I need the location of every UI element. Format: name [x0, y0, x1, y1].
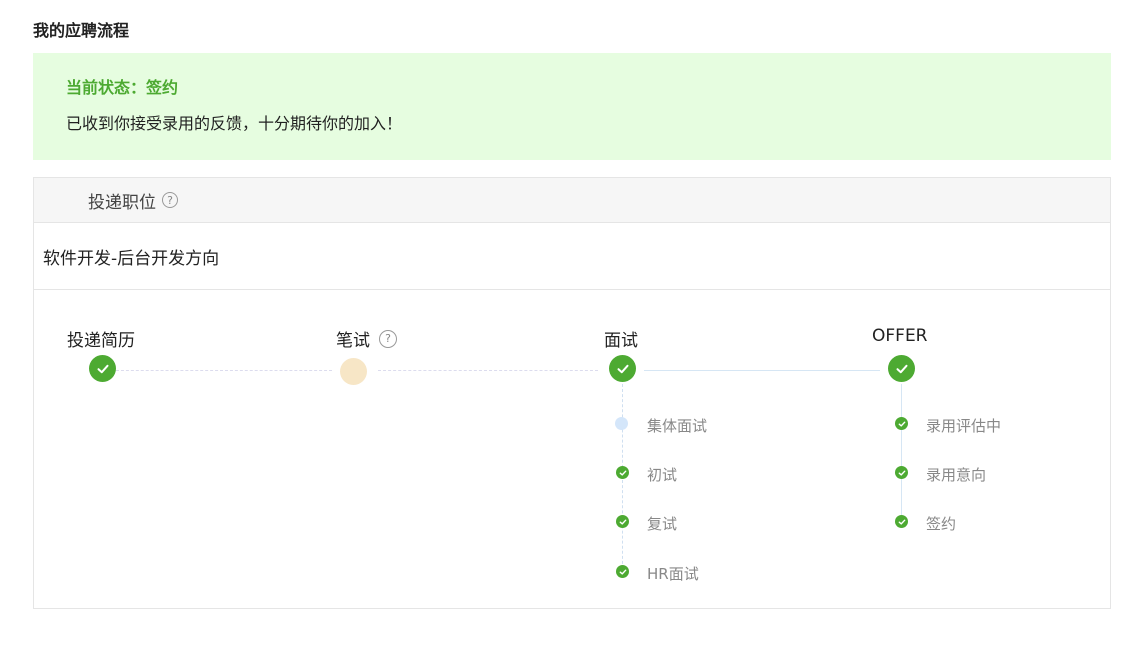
- connector-line: [644, 370, 880, 371]
- substep-label: 复试: [647, 515, 678, 533]
- offer-sub-line: [901, 384, 902, 524]
- check-icon: [898, 421, 905, 427]
- substep-label: 集体面试: [647, 417, 708, 435]
- check-icon: [619, 470, 626, 476]
- connector-line: [116, 370, 332, 371]
- check-icon: [619, 569, 626, 575]
- check-icon: [898, 519, 905, 525]
- substep-label: HR面试: [647, 565, 699, 583]
- column-header-position: 投递职位: [88, 192, 156, 213]
- substep-dot-second-interview: [616, 515, 629, 528]
- check-icon: [898, 470, 905, 476]
- substep-label: 录用评估中: [926, 417, 1002, 435]
- step-pending-written-test: [340, 358, 367, 385]
- step-label-resume: 投递简历: [67, 331, 135, 351]
- status-title: 当前状态：签约: [66, 78, 179, 97]
- process-flow: 投递简历 笔试 ? 面试 OFFER 集体面试 初试: [34, 290, 1110, 608]
- check-icon: [619, 519, 626, 525]
- connector-line: [378, 370, 598, 371]
- substep-label: 签约: [926, 515, 957, 533]
- page-title: 我的应聘流程: [33, 21, 130, 40]
- check-icon: [97, 364, 108, 373]
- help-icon[interactable]: ?: [162, 192, 178, 208]
- status-banner: 当前状态：签约 已收到你接受录用的反馈，十分期待你的加入！: [33, 53, 1111, 160]
- position-row: 软件开发-后台开发方向: [34, 223, 1110, 290]
- help-icon[interactable]: ?: [379, 329, 397, 348]
- step-done-resume: [89, 355, 116, 382]
- status-message: 已收到你接受录用的反馈，十分期待你的加入！: [66, 114, 403, 133]
- table-header: 投递职位 ?: [34, 178, 1110, 223]
- step-label-written-test: 笔试 ?: [336, 326, 397, 351]
- step-done-offer: [888, 355, 915, 382]
- substep-dot-group-interview: [615, 417, 628, 430]
- substep-dot-hr-interview: [616, 565, 629, 578]
- check-icon: [896, 364, 907, 373]
- interview-sub-line: [622, 384, 623, 574]
- substep-label: 录用意向: [926, 466, 987, 484]
- check-icon: [617, 364, 628, 373]
- application-panel: 投递职位 ? 软件开发-后台开发方向 投递简历 笔试 ? 面试 OFFER: [33, 177, 1111, 609]
- step-done-interview: [609, 355, 636, 382]
- substep-dot-first-interview: [616, 466, 629, 479]
- substep-dot-offer-evaluation: [895, 417, 908, 430]
- position-name: 软件开发-后台开发方向: [43, 248, 220, 269]
- step-label-interview: 面试: [604, 331, 638, 351]
- substep-label: 初试: [647, 466, 678, 484]
- step-label-offer: OFFER: [872, 326, 928, 346]
- substep-dot-signed: [895, 515, 908, 528]
- substep-dot-offer-intent: [895, 466, 908, 479]
